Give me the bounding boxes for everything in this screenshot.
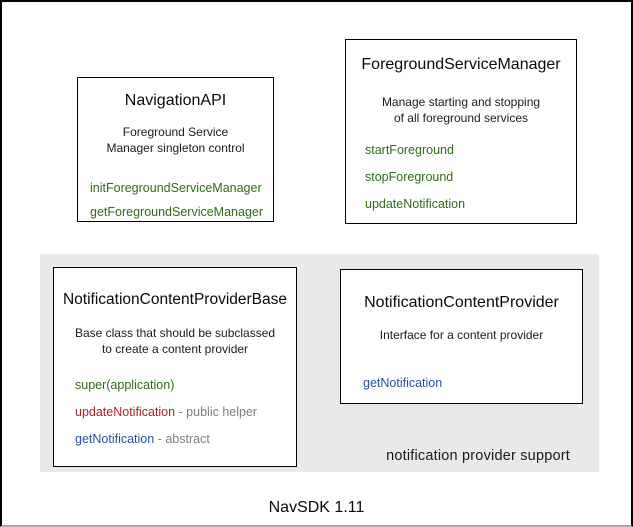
class-box-navigation-api: NavigationAPI Foreground Service Manager… — [77, 77, 274, 222]
method-stopForeground: stopForeground — [365, 171, 576, 184]
description-line: to create a content provider — [101, 342, 249, 356]
description-line: Base class that should be subclassed — [74, 326, 276, 340]
method-getNotification: getNotification — [363, 377, 582, 390]
method-startForeground: startForeground — [365, 144, 576, 157]
class-box-foreground-service-manager: ForegroundServiceManager Manage starting… — [345, 39, 577, 224]
method-name: updateNotification — [75, 405, 176, 419]
method-getNotification: getNotification - abstract — [75, 433, 296, 446]
diagram-caption-navsdk-version: NavSDK 1.11 — [268, 499, 365, 516]
method-annotation: - abstract — [154, 432, 210, 446]
class-title-navigation-api: NavigationAPI — [124, 92, 227, 109]
description-line: Manager singleton control — [106, 141, 245, 155]
method-name: super(application) — [75, 378, 175, 392]
method-name: startForeground — [365, 143, 454, 157]
class-title-notification-content-provider: NotificationContentProvider — [364, 294, 559, 311]
method-name: getForegroundServiceManager — [90, 205, 264, 219]
method-getForegroundServiceManager: getForegroundServiceManager — [90, 206, 273, 219]
class-description-foreground-service-manager: Manage starting and stopping of all fore… — [346, 94, 576, 126]
description-line: of all foreground services — [393, 111, 529, 125]
method-list: super(application) updateNotification - … — [75, 379, 296, 446]
class-description-notification-content-provider-base: Base class that should be subclassed to … — [54, 325, 296, 357]
class-box-notification-content-provider-base: NotificationContentProviderBase Base cla… — [53, 267, 297, 467]
class-title-foreground-service-manager: ForegroundServiceManager — [361, 56, 561, 73]
method-name: initForegroundServiceManager — [90, 181, 262, 195]
class-box-notification-content-provider: NotificationContentProvider Interface fo… — [340, 269, 583, 404]
method-list: getNotification — [363, 377, 582, 390]
class-description-navigation-api: Foreground Service Manager singleton con… — [78, 124, 273, 156]
group-label-notification-provider-support: notification provider support — [386, 448, 570, 464]
method-name: getNotification — [75, 432, 155, 446]
description-line: Foreground Service — [122, 125, 229, 139]
method-list: initForegroundServiceManager getForegrou… — [90, 182, 273, 219]
description-line: Manage starting and stopping — [381, 95, 541, 109]
method-name: getNotification — [363, 376, 443, 390]
class-description-notification-content-provider: Interface for a content provider — [341, 327, 582, 343]
method-initForegroundServiceManager: initForegroundServiceManager — [90, 182, 273, 195]
method-super-application: super(application) — [75, 379, 296, 392]
method-updateNotification: updateNotification - public helper — [75, 406, 296, 419]
method-list: startForeground stopForeground updateNot… — [365, 144, 576, 211]
method-updateNotification: updateNotification — [365, 198, 576, 211]
method-annotation: - public helper — [175, 405, 258, 419]
method-name: stopForeground — [365, 170, 454, 184]
class-title-notification-content-provider-base: NotificationContentProviderBase — [62, 291, 287, 308]
method-name: updateNotification — [365, 197, 466, 211]
description-line: Interface for a content provider — [379, 328, 544, 342]
